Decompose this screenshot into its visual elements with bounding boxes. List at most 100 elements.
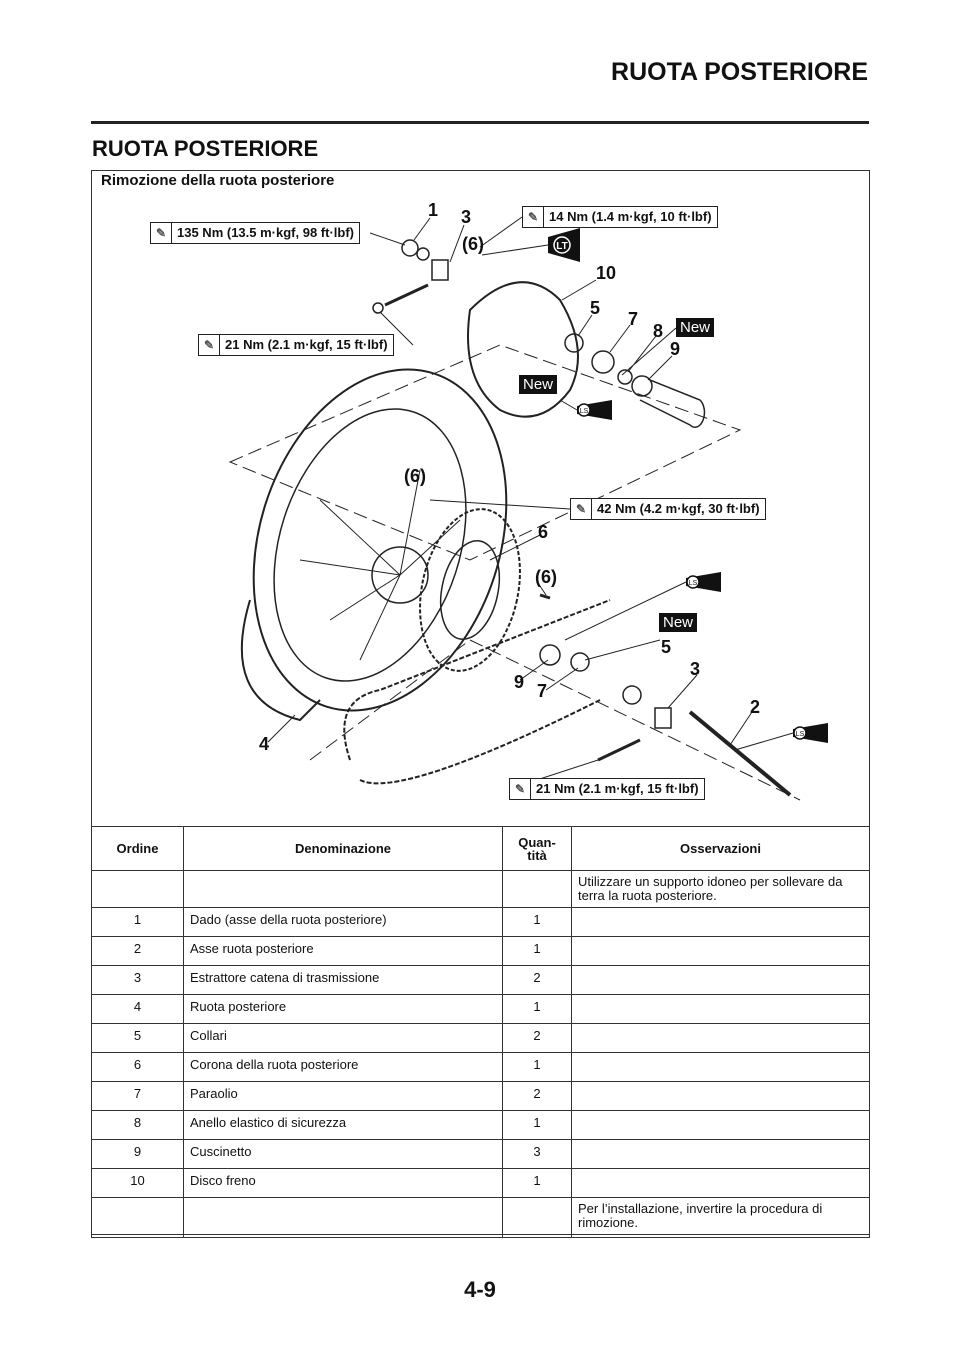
torque-wrench-icon: ✎ — [523, 207, 544, 227]
tyre-tread-icon — [240, 599, 321, 722]
cell-notes — [571, 936, 870, 966]
cell-name: Corona della ruota posteriore — [183, 1052, 503, 1082]
cell-order: 6 — [91, 1052, 184, 1082]
chain-puller-icon — [431, 259, 449, 281]
cell-notes — [571, 1052, 870, 1082]
callout: 9 — [670, 339, 681, 359]
hub-icon — [371, 546, 429, 604]
torque-value: 21 Nm (2.1 m·kgf, 15 ft·lbf) — [536, 781, 699, 796]
cell-notes — [571, 1081, 870, 1111]
torque-label: ✎ 21 Nm (2.1 m·kgf, 15 ft·lbf) — [509, 778, 705, 800]
spacer-icon — [639, 379, 706, 428]
tyre-icon — [252, 368, 508, 712]
callout: 7 — [628, 309, 639, 329]
cell-qty: 2 — [502, 965, 572, 995]
torque-label: ✎ 14 Nm (1.4 m·kgf, 10 ft·lbf) — [522, 206, 718, 228]
torque-value: 21 Nm (2.1 m·kgf, 15 ft·lbf) — [225, 337, 388, 352]
oil-seal-icon — [591, 350, 615, 374]
callout: (6) — [462, 234, 484, 254]
cell-qty: 3 — [502, 1139, 572, 1169]
header-rule — [91, 121, 869, 124]
torque-value: 42 Nm (4.2 m·kgf, 30 ft·lbf) — [597, 501, 760, 516]
col-header-qty: Quan- tità — [502, 826, 572, 871]
callout: 8 — [653, 321, 664, 341]
diagram-subtitle: Rimozione della ruota posteriore — [101, 172, 335, 189]
brake-disc-icon — [467, 281, 579, 418]
callout: 5 — [590, 298, 601, 318]
cell-name: Disco freno — [183, 1168, 503, 1198]
adjust-bolt-icon — [384, 283, 429, 307]
cell-order: 2 — [91, 936, 184, 966]
new-part-badge: New — [676, 318, 715, 337]
col-header-name: Denominazione — [183, 826, 503, 871]
cell-name: Estrattore catena di trasmissione — [183, 965, 503, 995]
rim-icon — [273, 408, 467, 682]
callout: (6) — [404, 466, 426, 486]
sprocket-center-icon — [439, 539, 501, 641]
cell-notes — [571, 1139, 870, 1169]
sprocket-bolt-icon — [539, 593, 551, 600]
page-title: RUOTA POSTERIORE — [92, 136, 319, 161]
cell-qty: 1 — [502, 994, 572, 1024]
note-cell: Utilizzare un supporto idoneo per sollev… — [571, 870, 870, 908]
svg-text:LS: LS — [796, 731, 805, 738]
new-part-badge: New — [519, 375, 558, 394]
cell-notes — [571, 1168, 870, 1198]
cell-name: Anello elastico di sicurezza — [183, 1110, 503, 1140]
cell-qty: 1 — [502, 1052, 572, 1082]
table-row: Per l’installazione, invertire la proced… — [91, 1197, 870, 1238]
section-header: RUOTA POSTERIORE — [611, 58, 868, 86]
callout: 5 — [661, 637, 672, 657]
svg-text:LT: LT — [556, 241, 567, 252]
cell-qty: 2 — [502, 1023, 572, 1053]
callout: 2 — [750, 697, 761, 717]
table-header-row: Ordine Denominazione Quan- tità Osservaz… — [91, 826, 870, 871]
callout: 7 — [537, 681, 548, 701]
cell-order: 1 — [91, 907, 184, 937]
callout: 6 — [538, 522, 549, 542]
table-row: Utilizzare un supporto idoneo per sollev… — [91, 870, 870, 908]
torque-wrench-icon: ✎ — [510, 779, 531, 799]
sprocket-icon — [419, 508, 521, 672]
chain-puller-lower-icon — [654, 707, 672, 729]
cell-notes — [571, 1110, 870, 1140]
axis-guide — [228, 344, 742, 561]
cell-name: Cuscinetto — [183, 1139, 503, 1169]
cell-order: 3 — [91, 965, 184, 995]
callout: 3 — [690, 659, 701, 679]
col-header-notes: Osservazioni — [571, 826, 870, 871]
parts-table: Ordine Denominazione Quan- tità Osservaz… — [91, 826, 870, 1238]
cell-qty: 2 — [502, 1081, 572, 1111]
axle-nut-icon — [401, 239, 419, 257]
cell-order: 7 — [91, 1081, 184, 1111]
circlip-icon — [617, 369, 633, 385]
drive-chain-icon — [343, 599, 611, 785]
ls-grease-icon: LS — [686, 572, 721, 592]
cell-qty: 1 — [502, 907, 572, 937]
ls-grease-icon: LS — [793, 723, 828, 743]
torque-value: 135 Nm (13.5 m·kgf, 98 ft·lbf) — [177, 225, 354, 240]
bearing-lower-icon — [539, 644, 561, 666]
leader-lines — [267, 216, 753, 790]
cell-name: Asse ruota posteriore — [183, 936, 503, 966]
col-header-order: Ordine — [91, 826, 184, 871]
cell-qty: 1 — [502, 1110, 572, 1140]
torque-value: 14 Nm (1.4 m·kgf, 10 ft·lbf) — [549, 209, 712, 224]
cell-name: Paraolio — [183, 1081, 503, 1111]
torque-wrench-icon: ✎ — [571, 499, 592, 519]
oil-seal-lower-icon — [570, 652, 590, 672]
cell-order: 9 — [91, 1139, 184, 1169]
cell-order: 10 — [91, 1168, 184, 1198]
callout: (6) — [535, 567, 557, 587]
lubricant-arrows — [481, 244, 794, 751]
torque-label: ✎21 Nm (2.1 m·kgf, 15 ft·lbf) — [198, 334, 394, 356]
callout: 1 — [428, 200, 439, 220]
cell-order: 8 — [91, 1110, 184, 1140]
